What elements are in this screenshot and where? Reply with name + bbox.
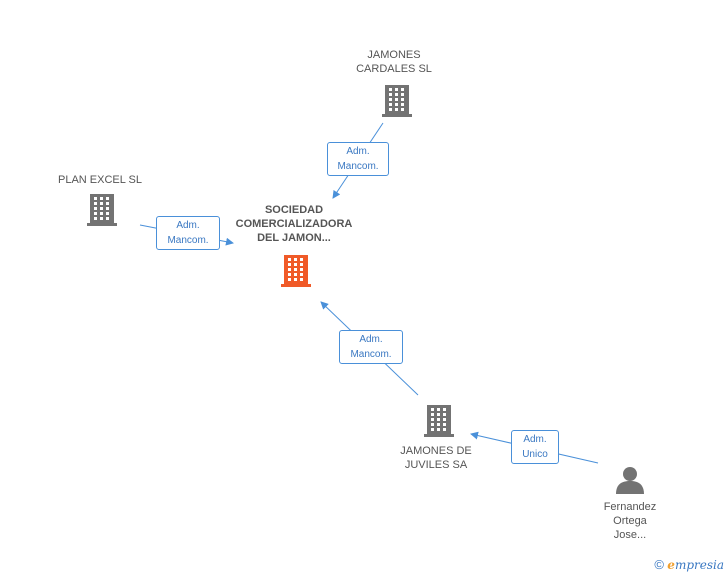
label-line: Jose... — [613, 529, 647, 541]
building-icon[interactable] — [380, 83, 414, 119]
node-label-plan-excel: PLAN EXCEL SL — [45, 173, 155, 187]
node-label-jamones-juviles: JAMONES DE JUVILES SA — [386, 444, 486, 472]
brand-name: mpresia — [674, 558, 724, 572]
edge-label-fernandez-juviles[interactable]: Adm. Unico — [511, 430, 559, 464]
label-line: CARDALES SL — [356, 63, 432, 75]
label-line: JAMONES — [367, 49, 421, 61]
edge-label-line: Mancom. — [337, 161, 379, 172]
building-icon-main[interactable] — [279, 253, 313, 289]
edge-label-line: Adm. — [523, 434, 547, 445]
label-line: JUVILES SA — [404, 459, 468, 471]
node-label-main: SOCIEDAD COMERCIALIZADORA DEL JAMON... — [224, 203, 364, 245]
label-line: DEL JAMON... — [257, 232, 331, 244]
label-line: COMERCIALIZADORA — [235, 218, 353, 230]
edge-label-line: Adm. — [346, 146, 370, 157]
person-icon[interactable] — [614, 464, 646, 496]
edge-label-juviles-main[interactable]: Adm. Mancom. — [339, 330, 403, 364]
brand-e: e — [667, 558, 675, 572]
edge-label-planexcel-main[interactable]: Adm. Mancom. — [156, 216, 220, 250]
node-label-jamones-cardales: JAMONES CARDALES SL — [344, 48, 444, 76]
edge-label-cardales-main[interactable]: Adm. Mancom. — [327, 142, 389, 176]
building-icon[interactable] — [422, 403, 456, 439]
edge-label-line: Mancom. — [350, 349, 392, 360]
copyright-symbol: © — [654, 557, 664, 572]
label-line: Fernandez — [603, 501, 657, 513]
label-line: JAMONES DE — [400, 445, 472, 457]
edge-label-line: Adm. — [176, 220, 200, 231]
edge-label-line: Adm. — [359, 334, 383, 345]
building-icon[interactable] — [85, 192, 119, 228]
edge-label-line: Unico — [522, 449, 548, 460]
label-line: SOCIEDAD — [264, 204, 324, 216]
node-label-fernandez: Fernandez Ortega Jose... — [580, 500, 680, 542]
label-line: Ortega — [613, 515, 647, 527]
label-line: PLAN EXCEL SL — [58, 174, 142, 186]
empresia-logo: © empresia — [654, 557, 724, 572]
edge-label-line: Mancom. — [167, 235, 209, 246]
